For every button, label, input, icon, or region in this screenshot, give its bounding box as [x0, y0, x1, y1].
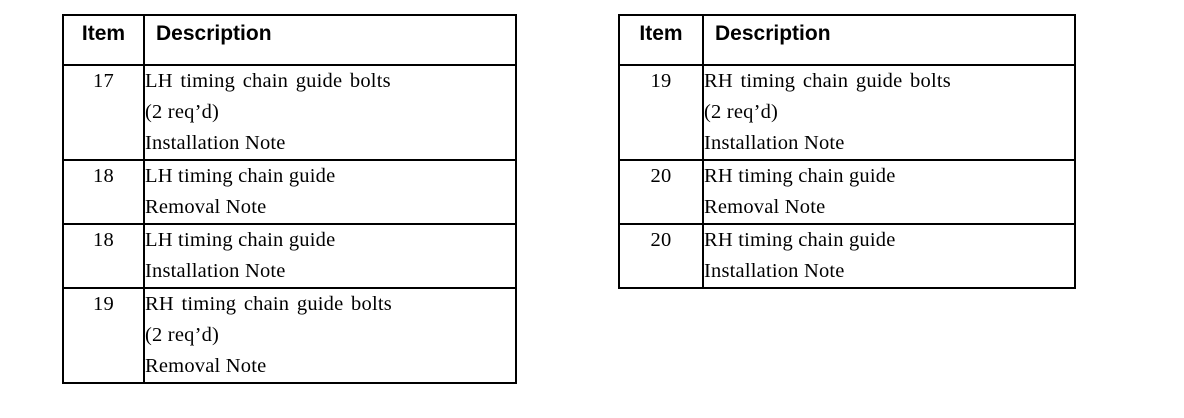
- table-row: 20 RH timing chain guide Removal Note: [618, 159, 1076, 225]
- table-header-row: Item Description: [62, 14, 517, 66]
- description-line: RH timing chain guide bolts: [145, 293, 392, 315]
- cell-item-number: 20: [618, 159, 704, 225]
- table-row: 19 RH timing chain guide bolts (2 req’d)…: [62, 287, 517, 384]
- cell-description: RH timing chain guide bolts (2 req’d) Re…: [143, 287, 517, 384]
- cell-description: RH timing chain guide bolts (2 req’d) In…: [702, 64, 1076, 161]
- cell-item-number: 19: [618, 64, 704, 161]
- table-row: 19 RH timing chain guide bolts (2 req’d)…: [618, 64, 1076, 161]
- column-header-item: Item: [62, 14, 145, 66]
- cell-description: RH timing chain guide Removal Note: [702, 159, 1076, 225]
- cell-description: LH timing chain guide Installation Note: [143, 223, 517, 289]
- description-line: Installation Note: [145, 132, 286, 154]
- table-row: 18 LH timing chain guide Removal Note: [62, 159, 517, 225]
- table-left-header: Item Description: [62, 14, 517, 66]
- table-right-body: 19 RH timing chain guide bolts (2 req’d)…: [618, 64, 1076, 289]
- cell-item-number: 19: [62, 287, 145, 384]
- cell-description: LH timing chain guide Removal Note: [143, 159, 517, 225]
- column-header-item: Item: [618, 14, 704, 66]
- description-line: LH timing chain guide: [145, 165, 336, 187]
- description-line: LH timing chain guide: [145, 229, 336, 251]
- parts-table-left: Item Description 17 LH timing chain guid…: [62, 14, 517, 384]
- description-line: Installation Note: [704, 260, 845, 282]
- description-line: Removal Note: [145, 196, 267, 218]
- cell-item-number: 18: [62, 159, 145, 225]
- description-line: Removal Note: [145, 355, 267, 377]
- table-header-row: Item Description: [618, 14, 1076, 66]
- cell-item-number: 18: [62, 223, 145, 289]
- description-line: Installation Note: [704, 132, 845, 154]
- description-line: RH timing chain guide bolts: [704, 70, 951, 92]
- description-line: RH timing chain guide: [704, 229, 896, 251]
- table-left-body: 17 LH timing chain guide bolts (2 req’d)…: [62, 64, 517, 384]
- table-row: 18 LH timing chain guide Installation No…: [62, 223, 517, 289]
- cell-description: RH timing chain guide Installation Note: [702, 223, 1076, 289]
- description-line: LH timing chain guide bolts: [145, 70, 391, 92]
- description-line: Removal Note: [704, 196, 826, 218]
- table-row: 20 RH timing chain guide Installation No…: [618, 223, 1076, 289]
- description-line: (2 req’d): [704, 101, 779, 123]
- cell-item-number: 17: [62, 64, 145, 161]
- description-line: (2 req’d): [145, 324, 220, 346]
- column-header-description: Description: [702, 14, 1076, 66]
- column-header-description: Description: [143, 14, 517, 66]
- cell-description: LH timing chain guide bolts (2 req’d) In…: [143, 64, 517, 161]
- parts-table-right: Item Description 19 RH timing chain guid…: [618, 14, 1076, 289]
- description-line: (2 req’d): [145, 101, 220, 123]
- cell-item-number: 20: [618, 223, 704, 289]
- table-right-header: Item Description: [618, 14, 1076, 66]
- table-row: 17 LH timing chain guide bolts (2 req’d)…: [62, 64, 517, 161]
- description-line: Installation Note: [145, 260, 286, 282]
- description-line: RH timing chain guide: [704, 165, 896, 187]
